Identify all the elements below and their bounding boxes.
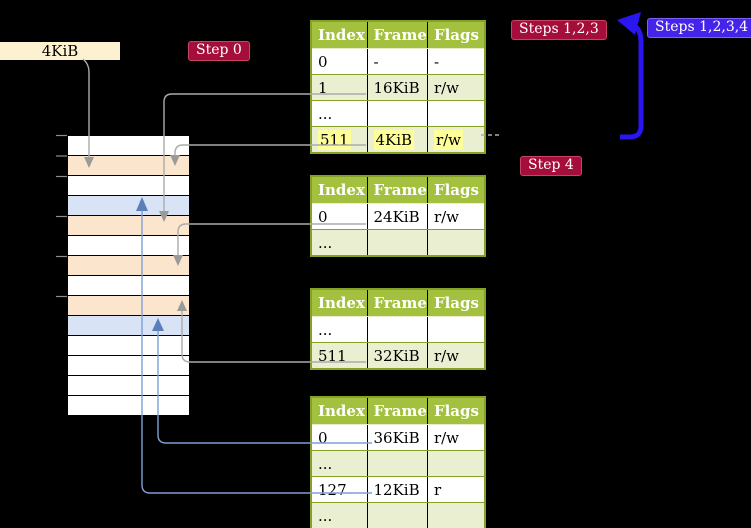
table-header-row: Index Frame Flags [311, 289, 486, 317]
table-row: 127 12KiB r [311, 476, 486, 503]
frame-cell: 16KiB [367, 74, 428, 101]
memory-row [68, 296, 189, 316]
flags-cell [427, 100, 486, 127]
memory-row [68, 176, 189, 196]
flags-cell: r/w [427, 342, 486, 369]
table-header-row: Index Frame Flags [311, 176, 486, 204]
recursive-loop-arrow [617, 12, 644, 140]
frame-cell [367, 450, 428, 477]
flags-cell: r/w [427, 74, 486, 101]
index-cell: ... [311, 229, 368, 256]
table-row: ... [311, 316, 486, 343]
step0-badge: Step 0 [188, 41, 250, 61]
table-row: ... [311, 100, 486, 127]
flags-cell [427, 450, 486, 477]
frame-cell: 24KiB [367, 203, 428, 230]
steps-123-badge: Steps 1,2,3 [511, 20, 607, 40]
memory-row [68, 396, 189, 415]
table-row: 0 36KiB r/w [311, 424, 486, 451]
memory-row [68, 356, 189, 376]
memory-row [68, 276, 189, 296]
index-column-header: Index [311, 21, 368, 49]
frame-cell: 36KiB [367, 424, 428, 451]
flags-cell: r/w [427, 203, 486, 230]
physical-memory-column [67, 135, 190, 416]
flags-column-header: Flags [427, 21, 486, 49]
flags-cell: r [427, 476, 486, 503]
highlighted-value: 511 [318, 129, 351, 150]
frame-column-header: Frame [367, 289, 428, 317]
index-column-header: Index [311, 176, 368, 204]
flags-column-header: Flags [427, 289, 486, 317]
index-cell: ... [311, 502, 368, 528]
page-table-level-3: Index Frame Flags 0 24KiB r/w ... [310, 175, 487, 257]
memory-row [68, 136, 189, 156]
level4-table-address-label: 4KiB [0, 42, 120, 60]
index-cell: ... [311, 316, 368, 343]
frame-cell [367, 502, 428, 528]
flags-cell [427, 229, 486, 256]
frame-column-header: Frame [367, 176, 428, 204]
flags-cell [427, 502, 486, 528]
steps-1234-badge: Steps 1,2,3,4 [647, 18, 751, 38]
frame-cell: 32KiB [367, 342, 428, 369]
memory-tick-marks [56, 134, 67, 298]
index-cell: 511 [311, 342, 368, 369]
flags-cell: - [427, 48, 486, 75]
table-row: ... [311, 229, 486, 256]
frame-column-header: Frame [367, 21, 428, 49]
index-cell: ... [311, 450, 368, 477]
index-cell: ... [311, 100, 368, 127]
table-row: 511 32KiB r/w [311, 342, 486, 369]
frame-column-header: Frame [367, 397, 428, 425]
frame-cell [367, 100, 428, 127]
frame-cell: 4KiB [367, 126, 428, 153]
table-row: ... [311, 502, 486, 528]
memory-row [68, 376, 189, 396]
frame-cell [367, 316, 428, 343]
index-cell: 0 [311, 203, 368, 230]
memory-row [68, 216, 189, 236]
table-header-row: Index Frame Flags [311, 21, 486, 49]
table-row: 1 16KiB r/w [311, 74, 486, 101]
index-cell: 127 [311, 476, 368, 503]
page-table-level-1: Index Frame Flags 0 36KiB r/w ... 127 12… [310, 396, 487, 528]
page-table-level-2: Index Frame Flags ... 511 32KiB r/w [310, 288, 487, 370]
index-cell: 1 [311, 74, 368, 101]
table-row-recursive-entry: 511 4KiB r/w [311, 126, 486, 153]
flags-cell: r/w [427, 126, 486, 153]
frame-cell [367, 229, 428, 256]
highlighted-value: 4KiB [373, 129, 415, 150]
flags-cell: r/w [427, 424, 486, 451]
table-row: 0 24KiB r/w [311, 203, 486, 230]
memory-row [68, 256, 189, 276]
flags-cell [427, 316, 486, 343]
index-cell: 511 [311, 126, 368, 153]
memory-row [68, 316, 189, 336]
memory-row [68, 236, 189, 256]
page-table-level-4: Index Frame Flags 0 - - 1 16KiB r/w ... [310, 20, 487, 154]
memory-row [68, 196, 189, 216]
table-row: 0 - - [311, 48, 486, 75]
flags-column-header: Flags [427, 176, 486, 204]
step4-badge: Step 4 [520, 156, 582, 176]
frame-cell: - [367, 48, 428, 75]
index-column-header: Index [311, 289, 368, 317]
table-header-row: Index Frame Flags [311, 397, 486, 425]
memory-row [68, 336, 189, 356]
frame-cell: 12KiB [367, 476, 428, 503]
table-row: ... [311, 450, 486, 477]
index-cell: 0 [311, 424, 368, 451]
memory-row [68, 156, 189, 176]
flags-column-header: Flags [427, 397, 486, 425]
highlighted-value: r/w [433, 129, 464, 150]
index-cell: 0 [311, 48, 368, 75]
index-column-header: Index [311, 397, 368, 425]
